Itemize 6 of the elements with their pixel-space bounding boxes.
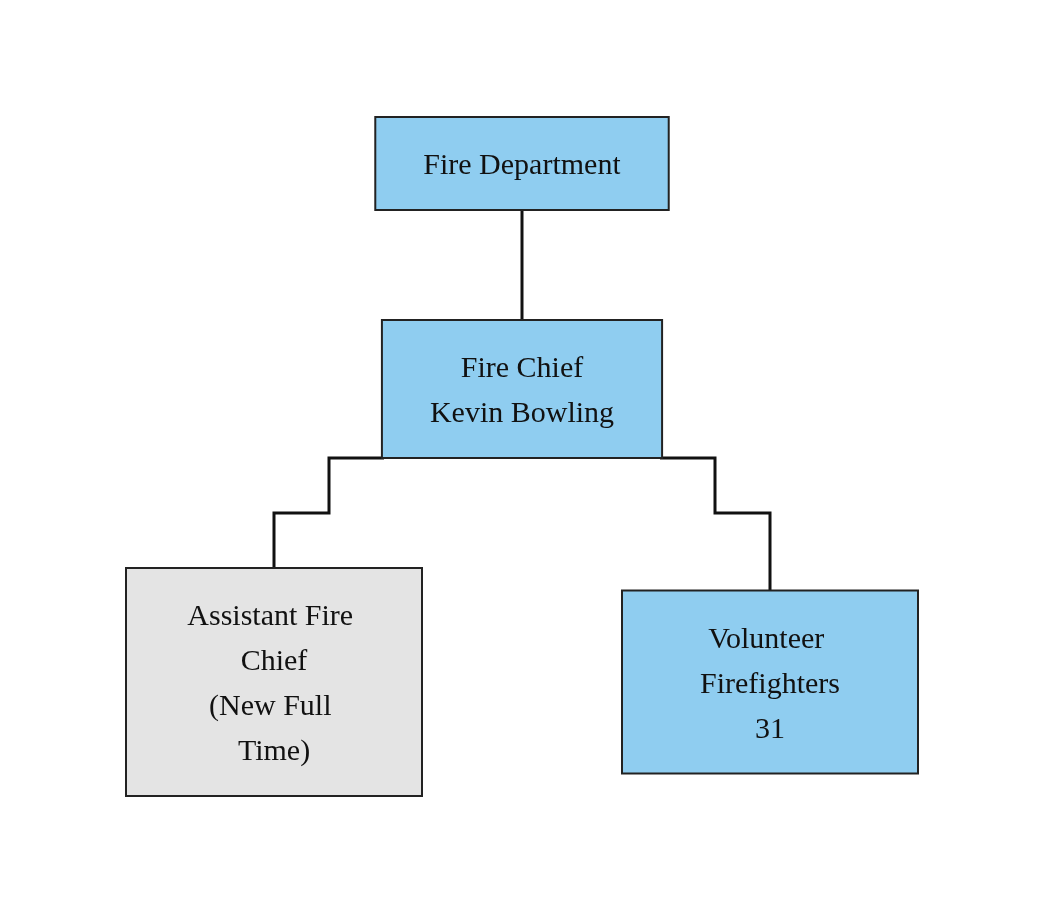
connector (659, 456, 771, 592)
node-box: Assistant Fire Chief (New Full Time) (124, 567, 423, 797)
node-box: Volunteer Firefighters 31 (620, 589, 919, 775)
node-box: Fire Chief Kevin Bowling (380, 319, 663, 459)
node-box: Fire Department (373, 116, 670, 211)
connector (272, 456, 384, 570)
